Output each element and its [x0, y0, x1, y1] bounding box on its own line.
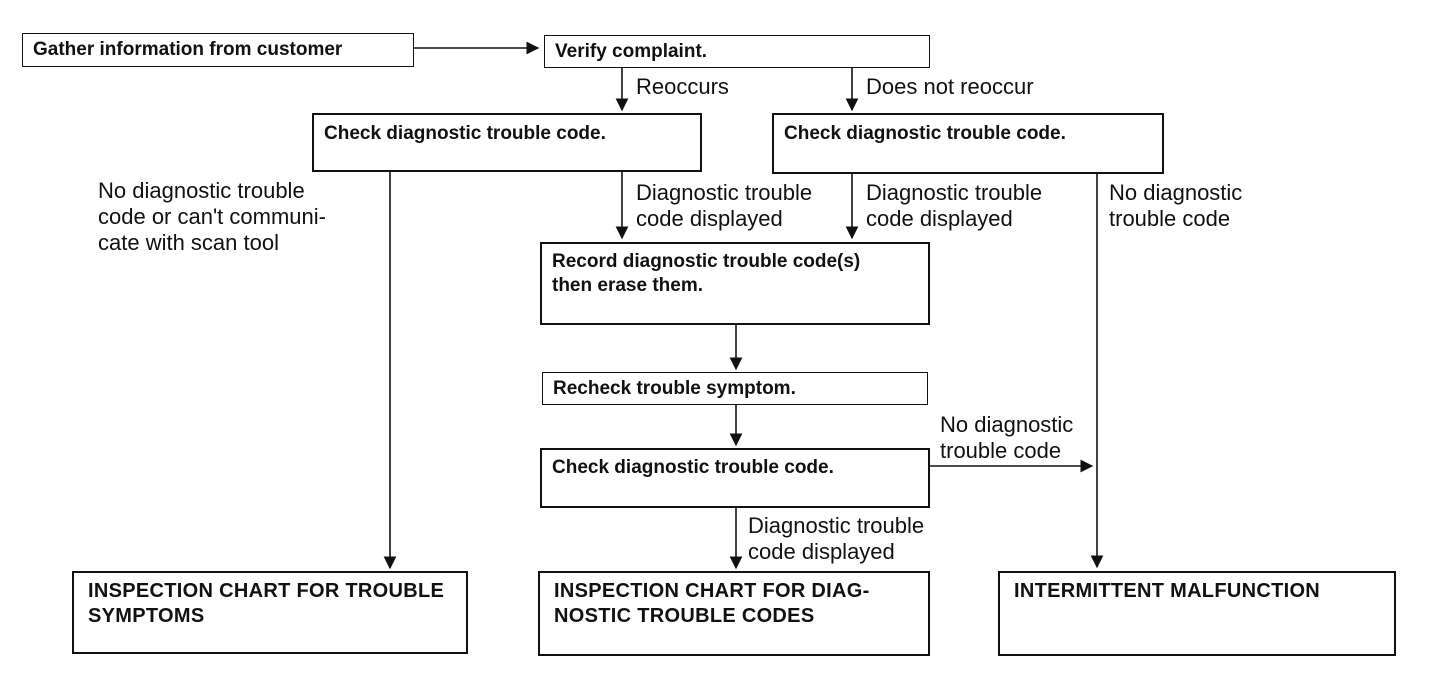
label-no-code-cant-communicate: No diagnostic trouble code or can't comm… [98, 178, 326, 255]
intermittent-malfunction-box: INTERMITTENT MALFUNCTION [998, 571, 1396, 656]
label-reoccurs: Reoccurs [636, 74, 729, 99]
label-dtc-displayed-bottom: Diagnostic trouble code displayed [748, 513, 925, 564]
label-no-code-right: No diagnostic trouble code [1109, 180, 1243, 231]
gather-info-box: Gather information from customer [22, 33, 414, 67]
recheck-symptom-box: Recheck trouble symptom. [542, 372, 928, 405]
label-does-not-reoccur: Does not reoccur [866, 74, 1034, 99]
label-no-code-mid: No diagnostic trouble code [940, 412, 1074, 463]
check-code-box-left: Check diagnostic trouble code. [312, 113, 702, 172]
verify-complaint-box: Verify complaint. [544, 35, 930, 68]
inspection-chart-codes-box: INSPECTION CHART FOR DIAG- NOSTIC TROUBL… [538, 571, 930, 656]
record-codes-box: Record diagnostic trouble code(s) then e… [540, 242, 930, 325]
check-code-box-mid: Check diagnostic trouble code. [540, 448, 930, 508]
inspection-chart-symptoms-box: INSPECTION CHART FOR TROUBLE SYMPTOMS [72, 571, 468, 654]
check-code-box-right: Check diagnostic trouble code. [772, 113, 1164, 174]
label-dtc-displayed-left: Diagnostic trouble code displayed [636, 180, 813, 231]
label-dtc-displayed-right: Diagnostic trouble code displayed [866, 180, 1043, 231]
